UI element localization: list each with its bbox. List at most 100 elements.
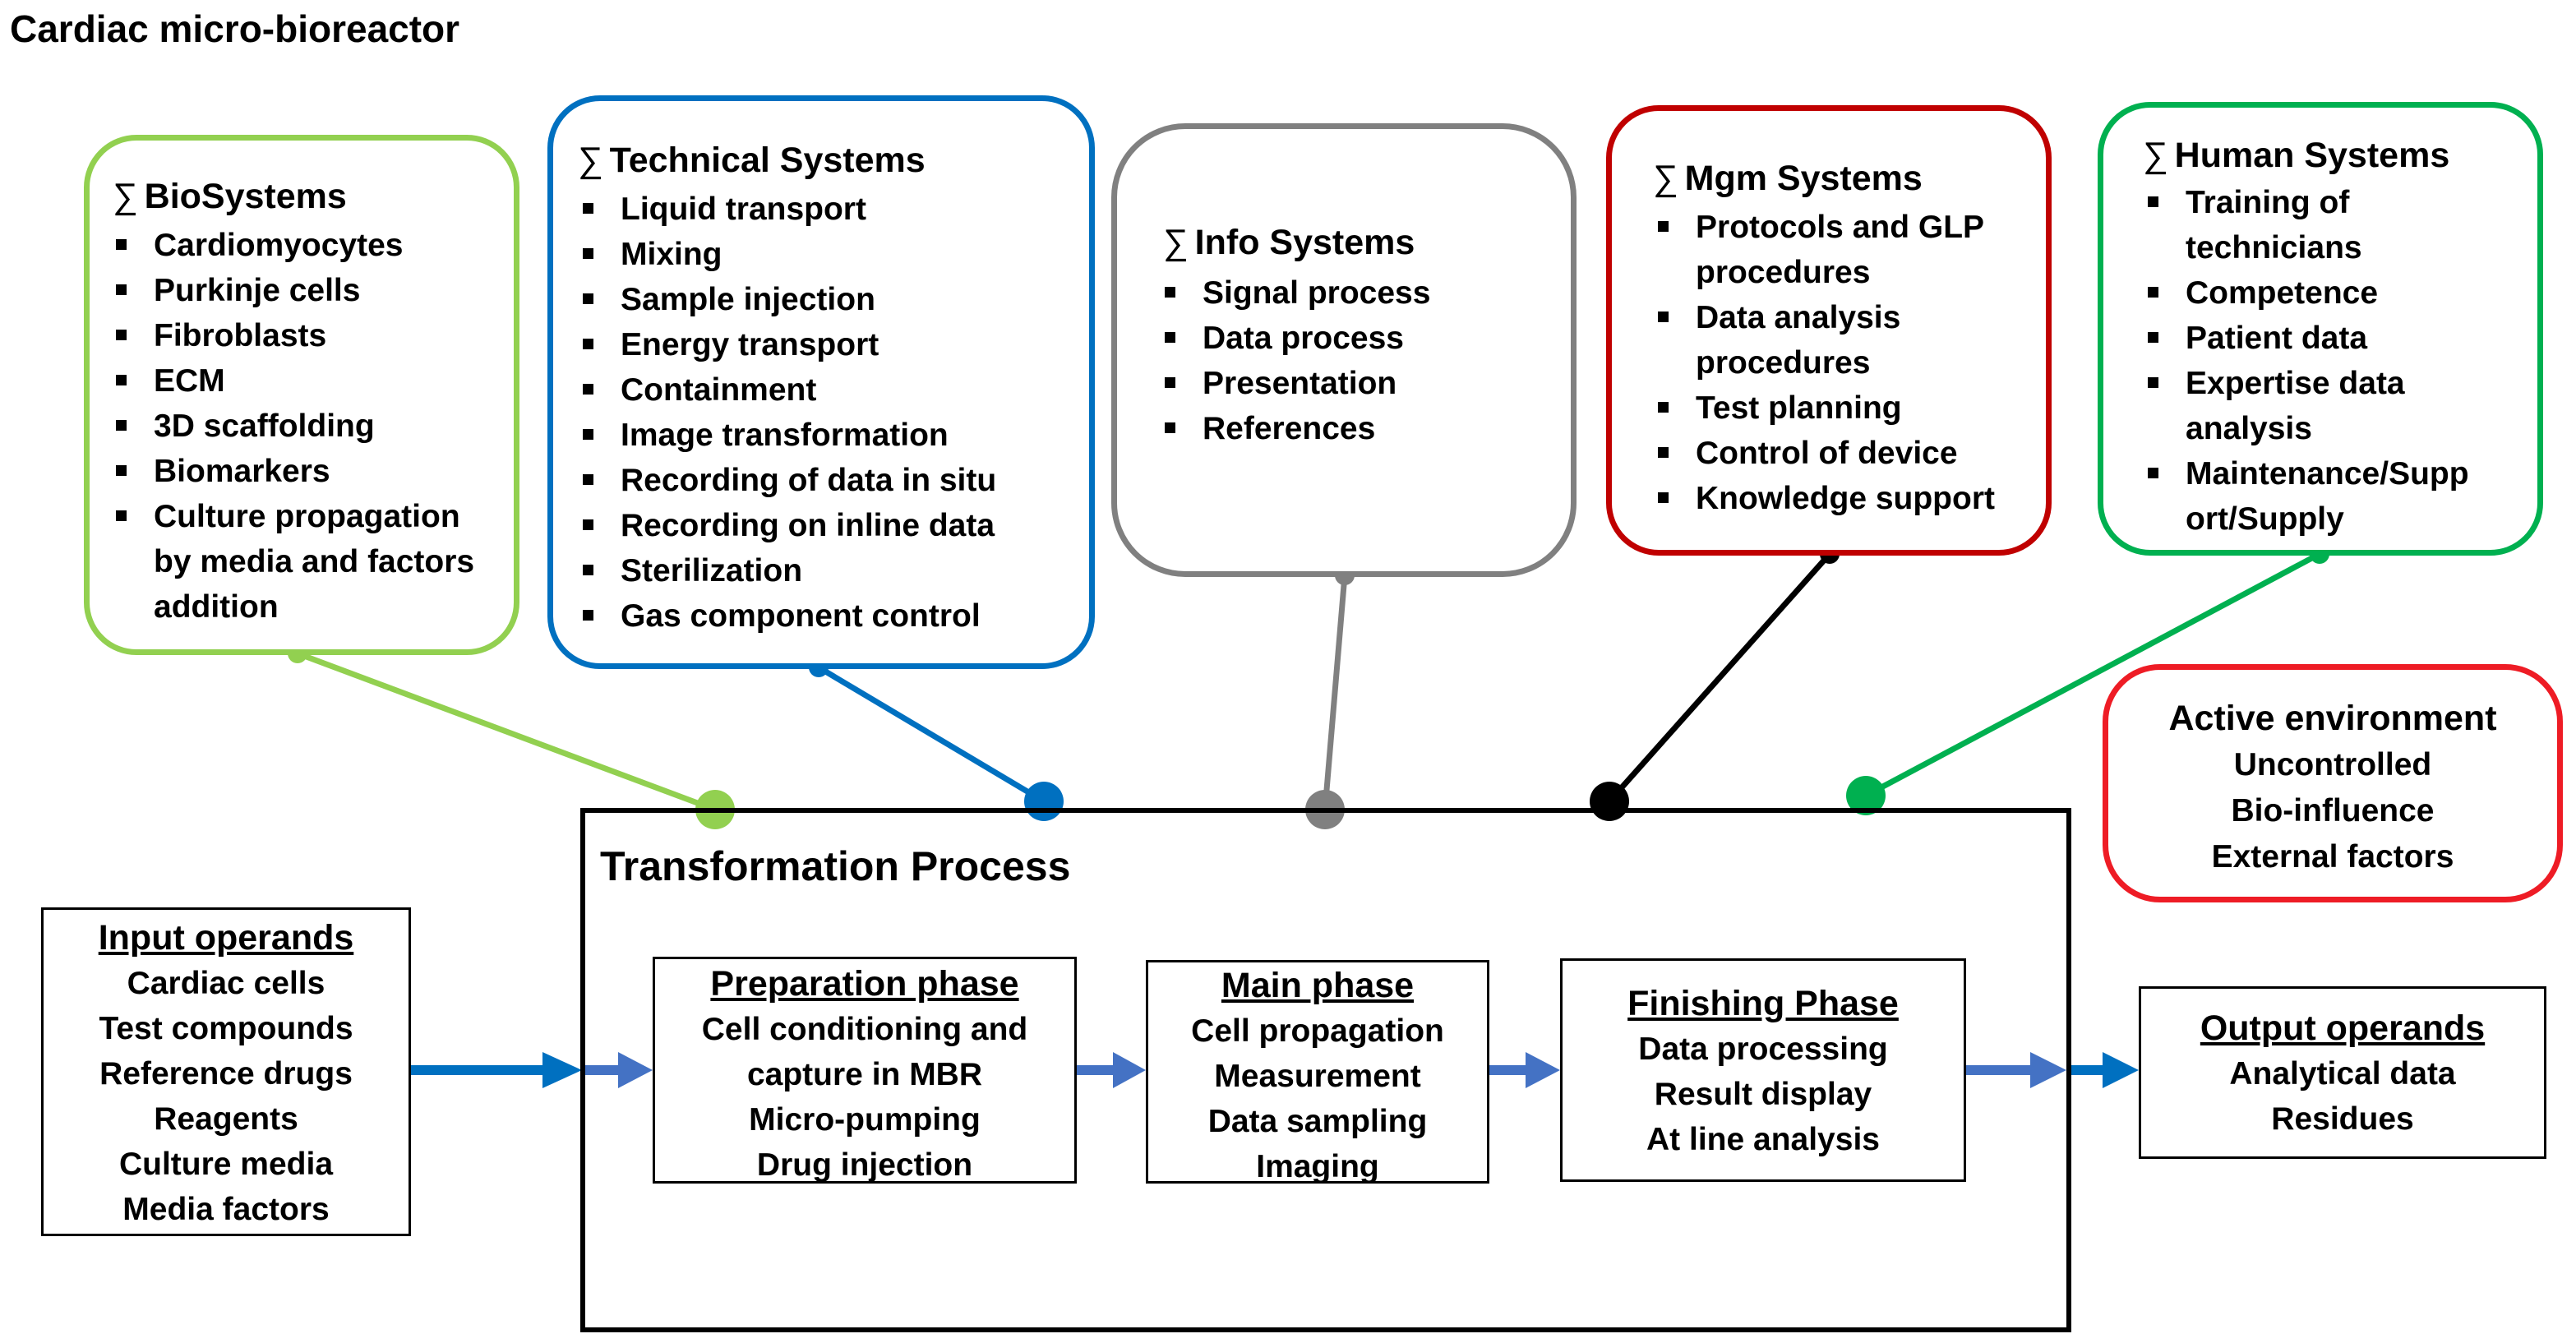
phase-line: Cell propagation <box>1191 1013 1444 1049</box>
main-phase-box: Main phase Cell propagation Measurement … <box>1146 960 1489 1184</box>
list-item: Liquid transport <box>581 187 996 232</box>
preparation-phase-heading: Preparation phase <box>710 964 1019 1004</box>
biosystems-heading: ∑BioSystems <box>113 177 347 216</box>
phase-line: Data processing <box>1638 1031 1888 1067</box>
biosystems-connector <box>296 650 717 813</box>
phase-line: capture in MBR <box>746 1057 983 1092</box>
phase-line: Drug injection <box>756 1147 973 1183</box>
list-item: Data analysis <box>1656 295 1995 340</box>
technical-systems-box: ∑Technical Systems Liquid transport Mixi… <box>547 95 1095 669</box>
list-item: Culture propagation <box>114 494 474 539</box>
environment-line: External factors <box>2211 839 2454 875</box>
info-connector <box>1322 575 1348 810</box>
list-item: Maintenance/Supp <box>2146 451 2469 496</box>
active-environment-title: Active environment <box>2168 699 2497 738</box>
list-item: Expertise data <box>2146 361 2469 406</box>
arrow-into-preparation-head <box>618 1052 653 1088</box>
sigma-icon: ∑ <box>578 141 603 180</box>
biosystems-list: Cardiomyocytes Purkinje cells Fibroblast… <box>114 223 474 630</box>
list-item: Biomarkers <box>114 449 474 494</box>
list-item: Test planning <box>1656 385 1995 431</box>
output-operands-box: Output operands Analytical data Residues <box>2139 986 2546 1159</box>
list-item: Protocols and GLP <box>1656 205 1995 250</box>
list-item: technicians <box>2186 230 2362 265</box>
phase-line: Micro-pumping <box>749 1102 981 1138</box>
input-operand-line: Culture media <box>118 1147 334 1182</box>
arrow-input-to-process-head <box>542 1052 582 1088</box>
list-item: Containment <box>581 367 996 413</box>
mgm-systems-list: Protocols and GLP procedures Data analys… <box>1656 205 1995 521</box>
phase-line: Measurement <box>1214 1059 1421 1094</box>
active-environment-box: Active environment Uncontrolled Bio-infl… <box>2103 664 2563 902</box>
sigma-icon: ∑ <box>1653 159 1678 198</box>
list-item: Fibroblasts <box>114 313 474 358</box>
environment-line: Bio-influence <box>2231 793 2435 828</box>
finishing-phase-box: Finishing Phase Data processing Result d… <box>1560 958 1966 1182</box>
output-operand-line: Analytical data <box>2229 1056 2456 1091</box>
finishing-phase-heading: Finishing Phase <box>1627 984 1899 1023</box>
phase-line: Imaging <box>1256 1149 1379 1184</box>
output-operands-heading: Output operands <box>2200 1008 2486 1048</box>
input-operand-line: Reagents <box>154 1101 298 1137</box>
list-item: procedures <box>1696 255 1871 290</box>
list-item: Purkinje cells <box>114 268 474 313</box>
list-item: ECM <box>114 358 474 404</box>
list-item: 3D scaffolding <box>114 404 474 449</box>
technical-systems-heading: ∑Technical Systems <box>578 141 926 180</box>
list-item: Presentation <box>1163 361 1430 406</box>
list-item: analysis <box>2186 411 2312 446</box>
technical-connector <box>817 664 1046 805</box>
human-joint <box>1846 776 1886 815</box>
info-systems-list: Signal process Data process Presentation… <box>1163 270 1430 451</box>
biosystems-box: ∑BioSystems Cardiomyocytes Purkinje cell… <box>84 135 519 655</box>
transformation-process-title: Transformation Process <box>600 843 1071 889</box>
list-item: Recording of data in situ <box>581 458 996 503</box>
list-item: ort/Supply <box>2186 501 2344 537</box>
list-item: Knowledge support <box>1656 476 1995 521</box>
input-operand-line: Reference drugs <box>99 1056 353 1091</box>
list-item: Data process <box>1163 316 1430 361</box>
input-operand-line: Test compounds <box>99 1011 353 1046</box>
human-systems-box: ∑Human Systems Training of technicians C… <box>2098 102 2543 556</box>
diagram-title: Cardiac micro-bioreactor <box>10 7 460 50</box>
input-operand-line: Media factors <box>122 1192 330 1227</box>
input-operand-line: Cardiac cells <box>127 966 325 1001</box>
info-systems-heading: ∑Info Systems <box>1163 223 1415 262</box>
environment-line: Uncontrolled <box>2233 747 2432 782</box>
info-systems-box: ∑Info Systems Signal process Data proces… <box>1111 123 1577 577</box>
arrow-main-to-finishing-head <box>1526 1052 1560 1088</box>
list-item: procedures <box>1696 345 1871 381</box>
list-item: addition <box>154 589 279 625</box>
human-connector <box>1864 551 2321 799</box>
main-phase-heading: Main phase <box>1221 966 1415 1005</box>
list-item: References <box>1163 406 1430 451</box>
sigma-icon: ∑ <box>2143 136 2168 175</box>
input-operands-box: Input operands Cardiac cells Test compou… <box>41 907 411 1236</box>
list-item: by media and factors <box>154 544 475 579</box>
list-item: Training of <box>2146 180 2469 225</box>
sigma-icon: ∑ <box>113 177 138 216</box>
human-systems-heading: ∑Human Systems <box>2143 136 2450 175</box>
mgm-systems-heading: ∑Mgm Systems <box>1653 159 1923 198</box>
output-operand-line: Residues <box>2271 1101 2414 1137</box>
phase-line: Cell conditioning and <box>701 1012 1028 1047</box>
preparation-phase-box: Preparation phase Cell conditioning and … <box>653 957 1077 1184</box>
list-item: Energy transport <box>581 322 996 367</box>
list-item: Patient data <box>2146 316 2469 361</box>
list-item: Gas component control <box>581 593 996 639</box>
transformation-process-box <box>580 808 2071 1332</box>
mgm-systems-box: ∑Mgm Systems Protocols and GLP procedure… <box>1606 105 2052 556</box>
arrow-finishing-out-head <box>2030 1052 2066 1088</box>
list-item: Competence <box>2146 270 2469 316</box>
list-item: Mixing <box>581 232 996 277</box>
human-systems-list: Training of technicians Competence Patie… <box>2146 180 2469 542</box>
list-item: Cardiomyocytes <box>114 223 474 268</box>
list-item: Recording on inline data <box>581 503 996 548</box>
list-item: Image transformation <box>581 413 996 458</box>
technical-systems-list: Liquid transport Mixing Sample injection… <box>581 187 996 639</box>
list-item: Sterilization <box>581 548 996 593</box>
sigma-icon: ∑ <box>1163 223 1189 262</box>
phase-line: At line analysis <box>1646 1122 1880 1157</box>
